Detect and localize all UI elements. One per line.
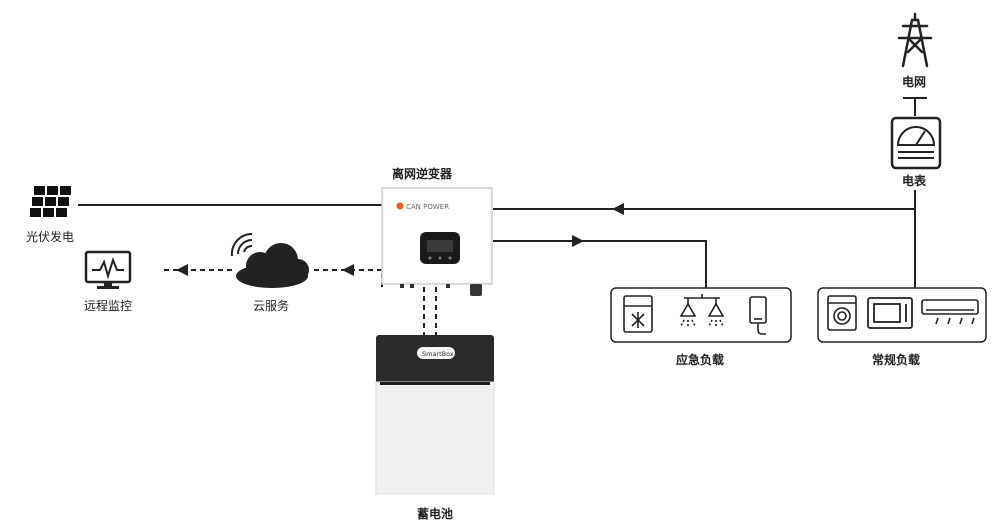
connections — [78, 97, 927, 288]
emergency-load-label: 应急负载 — [676, 352, 724, 367]
battery-device: SmartBox — [375, 335, 495, 495]
meter-label: 电表 — [902, 173, 927, 188]
ceiling-lamp-icon — [679, 294, 725, 327]
remote-label: 远程监控 — [84, 298, 132, 313]
inverter-label: 离网逆变器 — [392, 166, 453, 181]
refrigerator-icon — [623, 295, 653, 333]
washing-machine-icon — [827, 295, 857, 331]
solar-panel-icon — [30, 186, 71, 217]
arrow-to-remote — [176, 264, 188, 276]
inverter-device: CAN POWER — [381, 187, 493, 296]
brand-dot — [396, 202, 404, 210]
cloud-icon — [236, 243, 309, 288]
monitor-waveform-icon — [84, 250, 132, 289]
air-conditioner-icon — [921, 299, 979, 325]
cloud-label: 云服务 — [253, 298, 289, 313]
battery-label: 蓄电池 — [417, 506, 453, 521]
battery-badge — [417, 347, 455, 359]
regular-load-box — [817, 287, 987, 343]
electric-meter-icon — [890, 116, 942, 170]
emergency-load-box — [610, 287, 792, 343]
battery-brand: SmartBox — [422, 350, 454, 358]
regular-load-label: 常规负载 — [872, 352, 920, 367]
inverter-knob — [470, 284, 482, 296]
arrow-to-cloud — [342, 264, 354, 276]
arrow-inverter-to-emergency — [572, 235, 584, 247]
microwave-icon — [867, 297, 913, 329]
inverter-to-emergency-line — [493, 240, 707, 288]
wifi-signal-icon — [230, 232, 253, 257]
power-tower-icon — [897, 12, 933, 68]
solar-label: 光伏发电 — [26, 229, 74, 244]
inverter-brand: CAN POWER — [406, 203, 449, 211]
phone-charger-icon — [749, 296, 767, 335]
arrow-grid-to-inverter — [612, 203, 624, 215]
grid-label: 电网 — [902, 74, 926, 89]
